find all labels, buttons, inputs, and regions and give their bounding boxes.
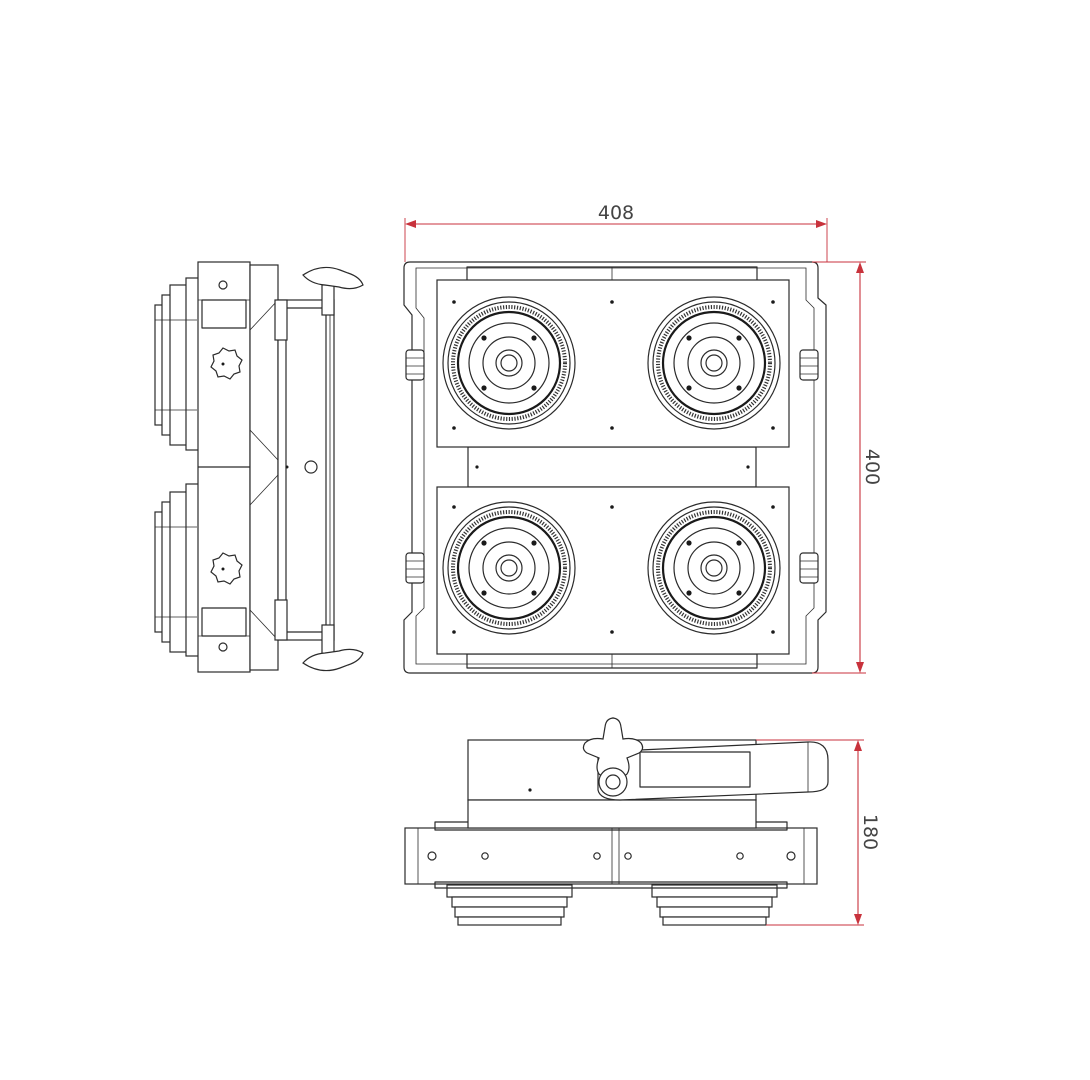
depth-dimension: 180: [756, 739, 881, 926]
side-view-lens-lower: [154, 483, 201, 657]
front-view-panel-lower: [436, 486, 790, 655]
lens-unit-top-left: [442, 296, 576, 430]
top-view-lens-right: [651, 884, 778, 926]
height-dimension-label: 400: [861, 449, 883, 485]
front-view-side-knob-left-lower: [405, 552, 425, 584]
side-view-lens-upper: [154, 277, 201, 451]
top-view-star-knob: [582, 717, 644, 797]
lens-unit-bottom-left: [442, 501, 576, 635]
side-view-knob-upper: [210, 347, 243, 380]
depth-dimension-label: 180: [859, 814, 881, 850]
side-view-handle-bottom: [302, 624, 364, 672]
top-view-body: [404, 827, 818, 885]
front-view-side-knob-right-upper: [799, 349, 819, 381]
top-view: [404, 717, 829, 926]
height-dimension: 400: [812, 261, 883, 674]
side-view-knob-lower: [210, 552, 243, 585]
top-view-lens-left: [446, 884, 573, 926]
side-view-handle-top: [302, 266, 364, 316]
width-dimension-label: 408: [598, 202, 634, 224]
front-view-side-knob-right-lower: [799, 552, 819, 584]
front-view-side-knob-left-upper: [405, 349, 425, 381]
top-view-handle-arm: [597, 741, 829, 801]
side-view: [154, 261, 364, 673]
lens-unit-bottom-right: [647, 501, 781, 635]
width-dimension: 408: [404, 202, 828, 262]
front-view: [403, 261, 827, 674]
side-view-yoke: [274, 299, 335, 641]
lens-unit-top-right: [647, 296, 781, 430]
